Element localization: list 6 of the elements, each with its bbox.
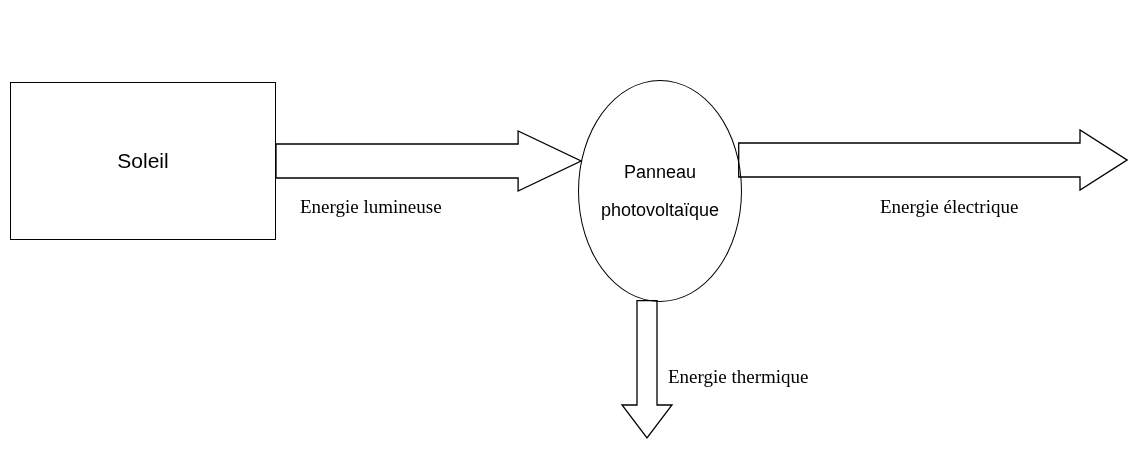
block-arrow <box>620 299 674 440</box>
block-arrow <box>738 128 1128 192</box>
node-text: Soleil <box>117 149 169 173</box>
block-arrow <box>275 129 583 193</box>
process-box <box>10 82 276 240</box>
node-text: Panneau photovoltaïque <box>599 161 721 222</box>
